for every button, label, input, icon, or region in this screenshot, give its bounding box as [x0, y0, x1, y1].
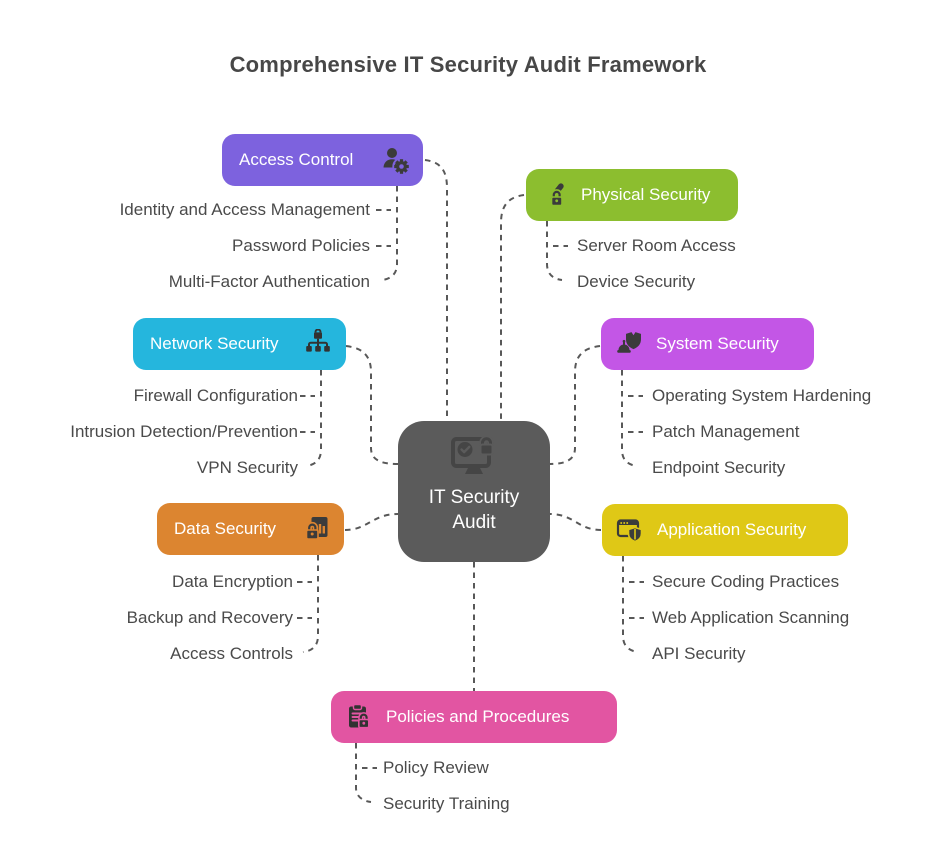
- subtopic-firewall-configuration[interactable]: Firewall Configuration: [133, 386, 298, 405]
- branch-label-data-security: Data Security: [174, 519, 277, 538]
- subtopic-endpoint-security[interactable]: Endpoint Security: [652, 458, 786, 477]
- connector-center-data-security: [344, 513, 399, 531]
- user-gear-icon: [379, 145, 411, 175]
- subtopic-multi-factor-authentication[interactable]: Multi-Factor Authentication: [168, 272, 370, 291]
- subtopic-security-training[interactable]: Security Training: [383, 794, 510, 813]
- subconnector-application-security: [622, 556, 644, 653]
- branch-node-system-security[interactable]: System Security: [601, 318, 814, 370]
- branch-label-network-security: Network Security: [150, 334, 279, 353]
- connector-center-physical-security: [500, 194, 525, 421]
- branch-node-data-security[interactable]: Data Security: [157, 503, 344, 555]
- monitor-check-lock-icon: [448, 436, 500, 480]
- shield-device-icon: [613, 329, 645, 359]
- subtopic-patch-management[interactable]: Patch Management: [652, 422, 800, 441]
- branch-node-policies-procedures[interactable]: Policies and Procedures: [331, 691, 617, 743]
- subconnector-system-security: [621, 370, 643, 467]
- subtopic-password-policies[interactable]: Password Policies: [232, 236, 370, 255]
- pen-lock-icon: [538, 180, 570, 210]
- branch-label-access-control: Access Control: [239, 150, 354, 169]
- central-node-label: IT Security Audit: [428, 487, 520, 534]
- branch-label-policies-procedures: Policies and Procedures: [386, 707, 570, 726]
- connector-center-system-security: [549, 345, 601, 465]
- network-lock-icon: [302, 329, 334, 359]
- subtopic-server-room-access[interactable]: Server Room Access: [577, 236, 736, 255]
- subtopic-api-security[interactable]: API Security: [652, 644, 746, 663]
- connector-center-network-security: [345, 345, 399, 465]
- diagram-title: Comprehensive IT Security Audit Framewor…: [229, 52, 707, 77]
- subtopic-intrusion-detection-prevention[interactable]: Intrusion Detection/Prevention: [70, 422, 298, 441]
- subconnector-physical-security: [546, 221, 568, 281]
- subtopic-backup-and-recovery[interactable]: Backup and Recovery: [126, 608, 293, 627]
- clipboard-lock-icon: [343, 702, 375, 732]
- subconnector-policies-procedures: [355, 743, 377, 803]
- subtopic-web-application-scanning[interactable]: Web Application Scanning: [652, 608, 850, 627]
- branch-node-physical-security[interactable]: Physical Security: [526, 169, 738, 221]
- subconnector-access-control: [376, 186, 398, 281]
- browser-shield-icon: [614, 515, 646, 545]
- branch-label-system-security: System Security: [656, 334, 779, 353]
- subtopic-access-controls[interactable]: Access Controls: [170, 644, 293, 663]
- subtopic-vpn-security[interactable]: VPN Security: [196, 458, 298, 477]
- branch-label-application-security: Application Security: [657, 520, 807, 539]
- connector-center-access-control: [424, 159, 448, 421]
- subtopic-policy-review[interactable]: Policy Review: [383, 758, 489, 777]
- branch-node-access-control[interactable]: Access Control: [222, 134, 423, 186]
- subconnector-network-security: [300, 370, 322, 467]
- central-node-it-security-audit[interactable]: IT Security Audit: [398, 421, 550, 562]
- branch-label-physical-security: Physical Security: [581, 185, 711, 204]
- subtopic-identity-and-access-management[interactable]: Identity and Access Management: [119, 200, 370, 219]
- connector-center-application-security: [549, 513, 602, 531]
- branch-node-application-security[interactable]: Application Security: [602, 504, 848, 556]
- document-chart-lock-icon: [300, 514, 332, 544]
- subtopic-device-security[interactable]: Device Security: [577, 272, 696, 291]
- subconnector-data-security: [297, 555, 319, 653]
- branch-node-network-security[interactable]: Network Security: [133, 318, 346, 370]
- subtopic-operating-system-hardening[interactable]: Operating System Hardening: [652, 386, 872, 405]
- subtopic-secure-coding-practices[interactable]: Secure Coding Practices: [652, 572, 840, 591]
- subtopic-data-encryption[interactable]: Data Encryption: [172, 572, 293, 591]
